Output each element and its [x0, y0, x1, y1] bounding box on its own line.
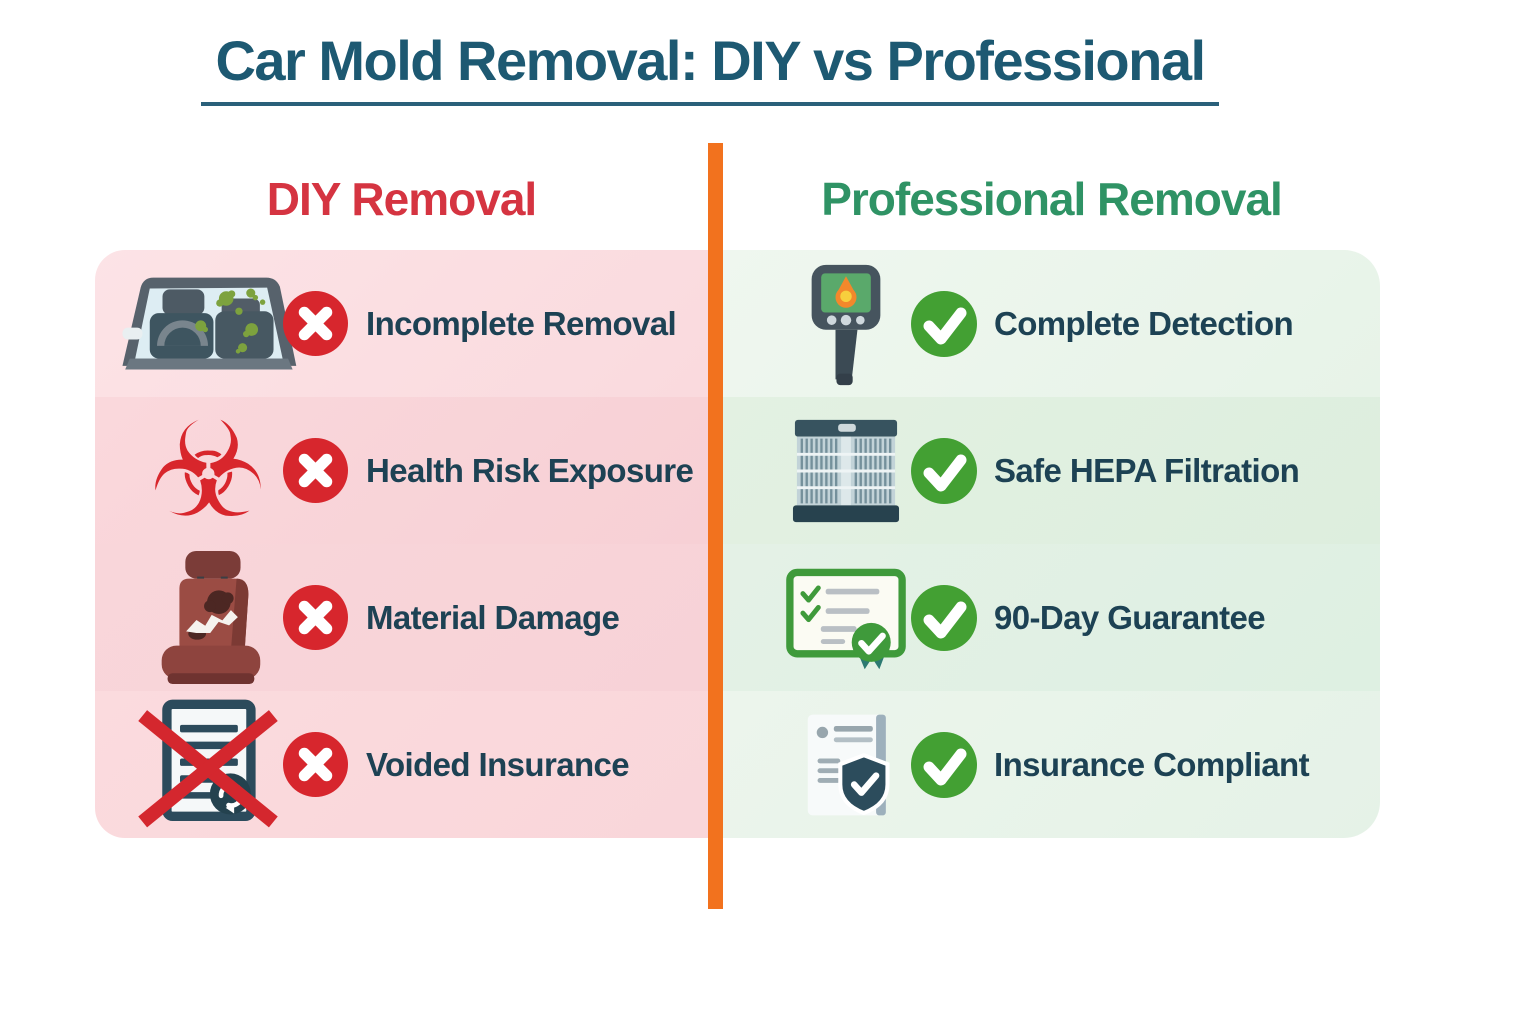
pro-row-hepa-filtration: Safe HEPA Filtration — [723, 397, 1380, 544]
thermal-camera-icon — [785, 261, 907, 387]
cross-badge-icon — [283, 291, 348, 356]
row-label: Incomplete Removal — [366, 304, 677, 342]
professional-panel: Complete Detection — [723, 250, 1380, 838]
pro-row-guarantee: 90-Day Guarantee — [723, 544, 1380, 691]
shield-document-icon — [785, 701, 907, 829]
cross-badge-icon — [283, 585, 348, 650]
diy-row-material-damage: Material Damage — [95, 544, 708, 691]
professional-column-heading: Professional Removal — [821, 173, 1283, 225]
diy-row-voided-insurance: Voided Insurance — [95, 691, 708, 838]
diy-column-heading: DIY Removal — [266, 173, 537, 225]
diy-row-incomplete-removal: Incomplete Removal — [95, 250, 708, 397]
check-badge-icon — [911, 291, 977, 357]
cross-badge-icon — [283, 732, 348, 797]
page-title: Car Mold Removal: DIY vs Professional — [201, 30, 1219, 106]
check-badge-icon — [911, 585, 977, 651]
vertical-divider — [708, 143, 723, 909]
hepa-filter-icon — [785, 416, 907, 526]
row-label: Health Risk Exposure — [366, 451, 694, 489]
moldy-car-interior-icon — [117, 269, 299, 379]
biohazard-glyph: ☣ — [148, 393, 268, 548]
row-label: 90-Day Guarantee — [994, 598, 1266, 636]
row-label: Voided Insurance — [366, 745, 630, 783]
pro-row-complete-detection: Complete Detection — [723, 250, 1380, 397]
check-badge-icon — [911, 438, 977, 504]
page-header: Car Mold Removal: DIY vs Professional — [0, 30, 1420, 106]
guarantee-certificate-icon — [785, 555, 907, 681]
check-badge-icon — [911, 732, 977, 798]
row-label: Complete Detection — [994, 304, 1294, 342]
voided-document-icon — [117, 695, 299, 835]
row-label: Material Damage — [366, 598, 620, 636]
diy-row-health-risk: ☣ Health Risk Exposure — [95, 397, 708, 544]
biohazard-icon: ☣ — [117, 405, 299, 537]
cross-badge-icon — [283, 438, 348, 503]
row-label: Safe HEPA Filtration — [994, 451, 1300, 489]
row-label: Insurance Compliant — [994, 745, 1310, 783]
pro-row-insurance-compliant: Insurance Compliant — [723, 691, 1380, 838]
damaged-seat-icon — [117, 549, 299, 687]
diy-panel: Incomplete Removal ☣ Health Risk Exposur… — [95, 250, 708, 838]
